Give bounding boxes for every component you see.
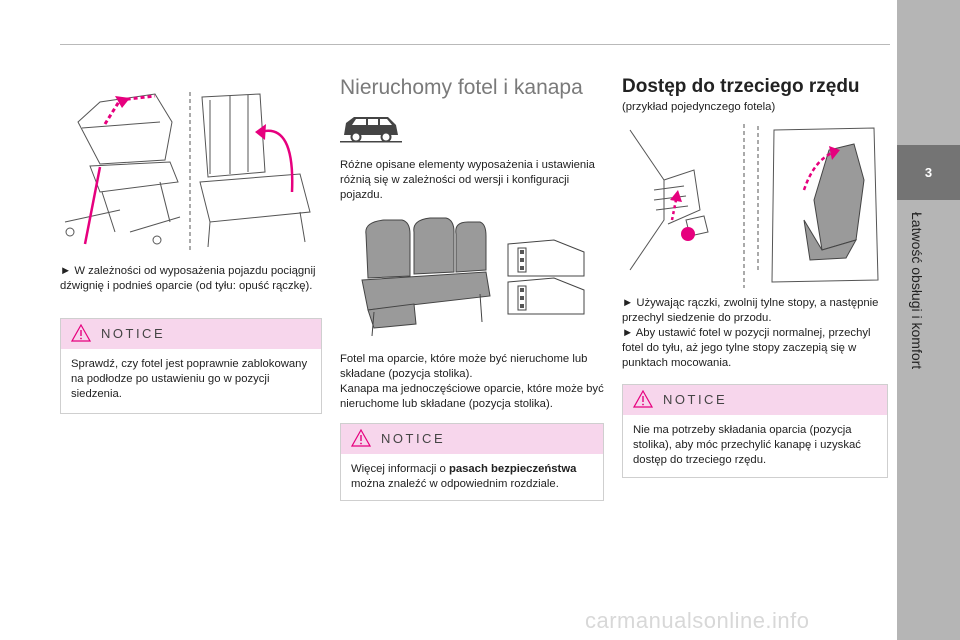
section-intro: Różne opisane elementy wyposażenia i ust… <box>340 158 602 203</box>
notice-label: NOTICE <box>663 392 728 407</box>
chapter-title: Łatwość obsługi i komfort <box>909 212 925 370</box>
body-text-2: Kanapa ma jednoczęściowe oparcie, które … <box>340 383 604 410</box>
van-icon <box>340 113 402 145</box>
notice-header: NOTICE <box>61 319 321 349</box>
warning-triangle-icon <box>351 429 371 447</box>
third-row-steps: ► Używając rączki, zwolnij tylne stopy, … <box>622 296 888 371</box>
step-1: ► Używając rączki, zwolnij tylne stopy, … <box>622 297 879 324</box>
notice-text-before: Więcej informacji o <box>351 463 449 475</box>
section-subtitle: (przykład pojedynczego fotela) <box>622 101 776 113</box>
chapter-strip-top <box>897 0 960 145</box>
notice-label: NOTICE <box>101 326 166 341</box>
chapter-strip-bottom <box>897 200 960 640</box>
notice-text-after: można znaleźć w odpowiednim rozdziale. <box>351 478 559 490</box>
seat-lever-illustration <box>60 82 322 252</box>
notice-text: Więcej informacji o pasach bezpieczeństw… <box>341 454 603 500</box>
third-row-access-illustration <box>624 120 886 288</box>
chapter-sidebar: 3 Łatwość obsługi i komfort <box>897 0 960 640</box>
section-title-third-row: Dostęp do trzeciego rzędu <box>622 76 860 97</box>
section-body: Fotel ma oparcie, które może być nieruch… <box>340 352 604 412</box>
fixed-seat-illustration <box>354 214 604 340</box>
notice-label: NOTICE <box>381 431 446 446</box>
instruction-text: ► W zależności od wyposażenia pojazdu po… <box>60 265 316 292</box>
warning-triangle-icon <box>71 324 91 342</box>
intro-text: Różne opisane elementy wyposażenia i ust… <box>340 159 595 201</box>
seatbelts-link[interactable]: pasach bezpieczeństwa <box>448 463 577 475</box>
step-2: ► Aby ustawić fotel w pozycji normalnej,… <box>622 327 871 369</box>
notice-text: Sprawdź, czy fotel jest poprawnie zablok… <box>71 358 308 400</box>
section-title-fixed-seat: Nieruchomy fotel i kanapa <box>340 76 583 99</box>
body-text-1: Fotel ma oparcie, które może być nieruch… <box>340 353 588 380</box>
chapter-number[interactable]: 3 <box>897 145 960 200</box>
notice-box-3: NOTICE Nie ma potrzeby składania oparcia… <box>622 384 888 478</box>
notice-text: Nie ma potrzeby składania oparcia (pozyc… <box>633 424 861 466</box>
notice-box-2: NOTICE Więcej informacji o pasach bezpie… <box>340 423 604 501</box>
notice-header: NOTICE <box>341 424 603 454</box>
warning-triangle-icon <box>633 390 653 408</box>
seat-lever-instruction: ► W zależności od wyposażenia pojazdu po… <box>60 264 322 294</box>
notice-header: NOTICE <box>623 385 887 415</box>
watermark: carmanualsonline.info <box>585 608 810 633</box>
top-rule <box>60 44 890 45</box>
notice-box-1: NOTICE Sprawdź, czy fotel jest poprawnie… <box>60 318 322 414</box>
